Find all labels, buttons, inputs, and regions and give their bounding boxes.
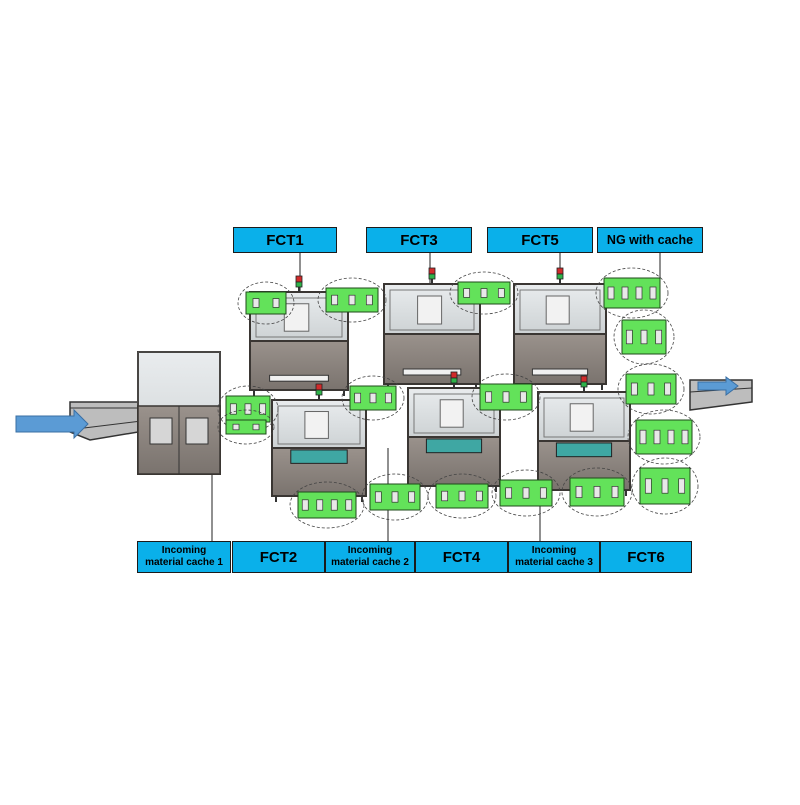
pcb-tray	[613, 309, 675, 365]
pcb-tray	[427, 473, 497, 519]
pcb-tray	[491, 469, 561, 517]
label-fct4: FCT4	[415, 541, 508, 573]
pcb-tray	[217, 409, 275, 445]
label-fct5: FCT5	[487, 227, 593, 253]
loading-station	[137, 351, 221, 475]
pcb-tray	[627, 409, 701, 465]
label-fct1: FCT1	[233, 227, 337, 253]
label-fct6: FCT6	[600, 541, 692, 573]
machine-fct6	[537, 375, 631, 496]
pcb-tray	[317, 277, 387, 323]
pcb-tray	[595, 267, 669, 319]
pcb-tray	[471, 373, 541, 421]
machine-fct3	[383, 267, 481, 390]
pcb-tray	[289, 481, 365, 529]
label-fct2: FCT2	[232, 541, 325, 573]
arrow-right-icon	[15, 408, 89, 440]
inlet-conveyor	[69, 401, 151, 441]
pcb-tray	[561, 467, 633, 517]
pcb-tray	[361, 473, 429, 521]
label-fct3: FCT3	[366, 227, 472, 253]
test-machines	[249, 267, 631, 502]
arrow-right-icon	[697, 376, 739, 396]
pcb-tray	[237, 281, 295, 325]
label-ng-with-cache: NG with cache	[597, 227, 703, 253]
machine-fct5	[513, 267, 607, 390]
pcb-tray	[617, 363, 685, 415]
pcb-tray	[631, 457, 699, 515]
pcb-tray	[449, 271, 519, 315]
green-pcb-trays	[217, 267, 701, 529]
pcb-tray	[341, 375, 405, 421]
